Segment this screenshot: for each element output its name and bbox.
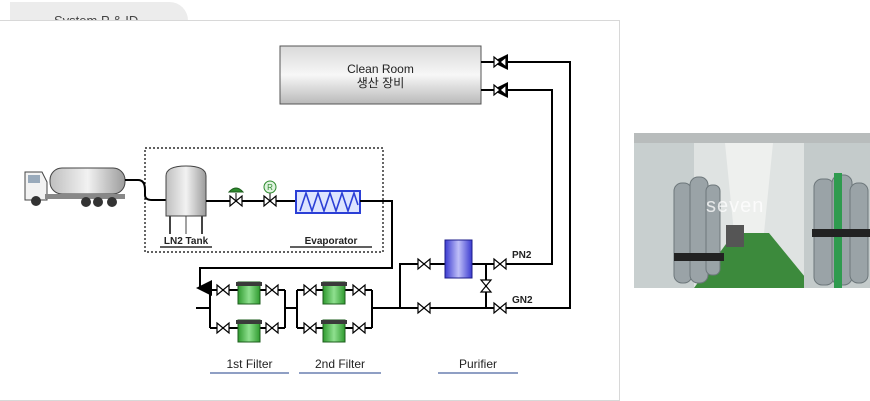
clean-room-line1: Clean Room <box>347 62 414 76</box>
evaporator-icon <box>295 190 361 214</box>
gn2-label: GN2 <box>512 295 533 306</box>
gn2-line <box>492 54 571 309</box>
truck-icon <box>24 167 126 207</box>
pipe-truck-tank <box>125 179 168 201</box>
pipe-evaporator-filters <box>196 200 393 296</box>
legend-2nd-filter: 2nd Filter <box>314 357 366 371</box>
pn2-label: PN2 <box>512 250 532 261</box>
legend-1st-filter: 1st Filter <box>226 357 273 371</box>
regulator-valve-icon: R <box>263 180 277 207</box>
evaporator-label: Evaporator <box>304 236 358 247</box>
pid-diagram: R <box>24 45 571 374</box>
valve-manual-icon <box>227 187 245 207</box>
svg-text:R: R <box>267 183 273 192</box>
filter-2b-icon <box>321 319 347 343</box>
clean-room-line2: 생산 장비 <box>356 76 405 90</box>
filter-1b-icon <box>236 319 262 343</box>
pn2-line <box>492 82 553 265</box>
filter-1a-icon <box>236 281 262 305</box>
clean-room-label: Clean Room 생산 장비 <box>280 62 481 90</box>
legend-purifier: Purifier <box>458 357 497 371</box>
clean-room-box <box>279 45 482 105</box>
filter-2a-icon <box>321 281 347 305</box>
ln2-tank-icon <box>165 165 207 234</box>
filter-piping <box>196 289 400 329</box>
facility-photo: seven <box>634 133 870 288</box>
photo-watermark: seven <box>706 195 765 217</box>
purifier-icon <box>444 239 473 279</box>
tank-label: LN2 Tank <box>163 236 209 247</box>
